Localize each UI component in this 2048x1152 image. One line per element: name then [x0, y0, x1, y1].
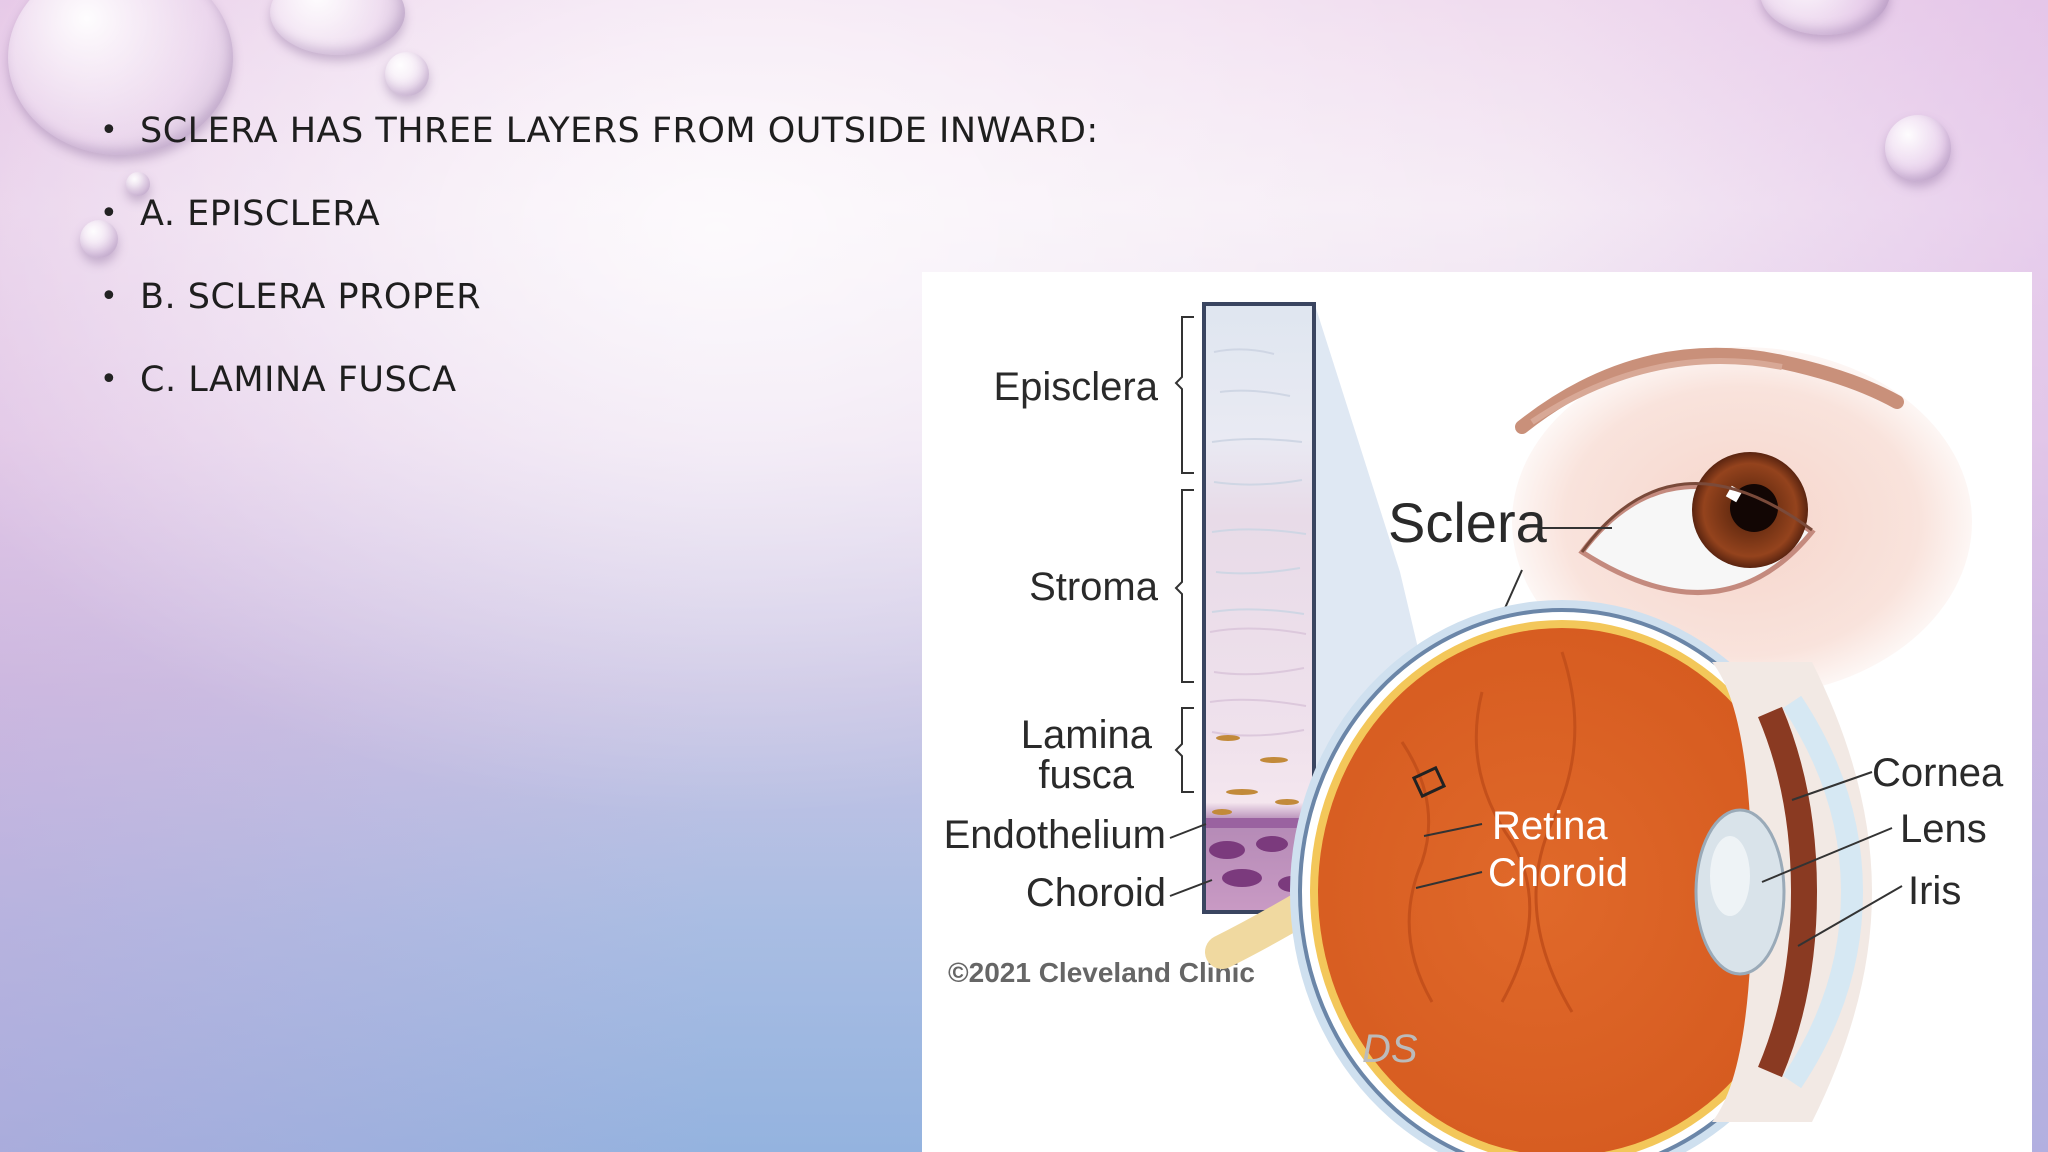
- endothelium-leader: [1169, 823, 1207, 839]
- bullet-item: SCLERA HAS THREE LAYERS FROM OUTSIDE INW…: [100, 98, 1099, 181]
- sclera-diagram-svg: Episclera Stroma Lamina fusca Endotheliu…: [944, 302, 2004, 1152]
- bullet-item: A. EPISCLERA: [100, 181, 1099, 264]
- endothelium-label: Endothelium: [944, 813, 1166, 857]
- artist-signature: DS: [1362, 1027, 1418, 1071]
- layer-brackets: [1174, 316, 1194, 793]
- bullet-item: B. SCLERA PROPER: [100, 264, 1099, 347]
- sclera-layers-strip: [1202, 302, 1316, 914]
- bullet-list: SCLERA HAS THREE LAYERS FROM OUTSIDE INW…: [100, 98, 1099, 430]
- sclera-diagram-image: Episclera Stroma Lamina fusca Endotheliu…: [922, 272, 2032, 1152]
- lamina-label-line1: Lamina: [1021, 713, 1153, 757]
- retina-label: Retina: [1492, 804, 1608, 848]
- credit-text: ©2021 Cleveland Clinic: [948, 957, 1255, 988]
- choroid-label: Choroid: [1026, 871, 1166, 915]
- lens-label: Lens: [1900, 807, 1987, 851]
- choroid-leader: [1169, 879, 1213, 897]
- episclera-label: Episclera: [993, 365, 1158, 409]
- stroma-label: Stroma: [1029, 565, 1159, 609]
- sclera-label: Sclera: [1388, 491, 1548, 554]
- bullet-item: C. LAMINA FUSCA: [100, 347, 1099, 430]
- water-drop-decoration: [385, 52, 429, 96]
- water-drop-decoration: [270, 0, 405, 55]
- choroid-eye-label: Choroid: [1488, 851, 1628, 895]
- cornea-label: Cornea: [1872, 751, 2004, 795]
- eyeball-cross-section: [1205, 600, 1872, 1152]
- water-drop-decoration: [1885, 115, 1951, 181]
- lamina-label-line2: fusca: [1038, 753, 1134, 797]
- water-drop-decoration: [1760, 0, 1890, 35]
- iris-label: Iris: [1908, 869, 1961, 913]
